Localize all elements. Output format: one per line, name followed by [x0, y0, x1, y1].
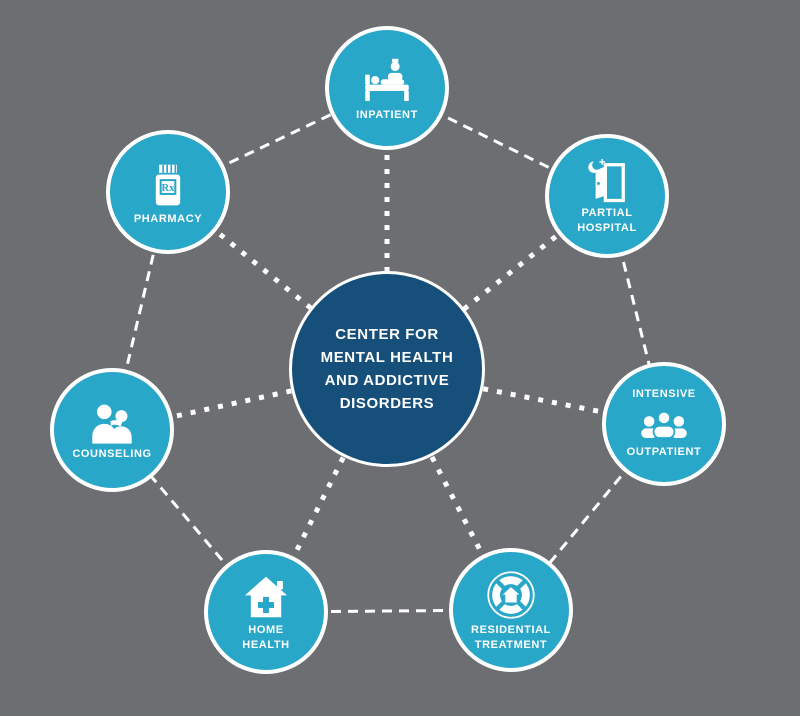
node-label: PHARMACY	[133, 212, 203, 225]
node-label: PARTIAL	[581, 207, 633, 220]
house-cross-icon	[239, 571, 293, 623]
node-pharmacy: Rx PHARMACY	[106, 130, 230, 254]
people-group-icon	[636, 403, 692, 445]
two-people-icon	[84, 399, 140, 447]
center-node: CENTER FOR MENTAL HEALTH AND ADDICTIVE D…	[289, 271, 485, 467]
node-label: OUTPATIENT	[626, 446, 702, 458]
node-inpatient: INPATIENT	[325, 26, 449, 150]
center-title-line: MENTAL HEALTH	[320, 348, 454, 366]
node-label: TREATMENT	[474, 639, 548, 651]
lifebuoy-house-icon	[483, 567, 539, 623]
node-label: HEALTH	[242, 639, 290, 651]
node-residential-treatment: RESIDENTIAL TREATMENT	[449, 548, 573, 672]
node-label: HOSPITAL	[577, 222, 637, 234]
rx-text: Rx	[162, 183, 176, 194]
node-partial-hospital: PARTIAL HOSPITAL	[545, 134, 669, 258]
node-label: RESIDENTIAL	[471, 624, 551, 637]
node-intensive-outpatient: INTENSIVE OUTPATIENT	[602, 362, 726, 486]
center-title-line: DISORDERS	[339, 395, 435, 413]
node-counseling: COUNSELING	[50, 368, 174, 492]
node-label: HOME	[248, 624, 284, 637]
node-label: COUNSELING	[72, 447, 152, 460]
center-title-line: CENTER FOR	[335, 325, 439, 343]
inpatient-bed-icon	[358, 54, 416, 108]
door-moon-icon	[581, 156, 633, 206]
node-label: INTENSIVE	[632, 388, 696, 401]
node-label: INPATIENT	[356, 108, 418, 121]
rx-bottle-icon: Rx	[142, 158, 194, 212]
node-home-health: HOME HEALTH	[204, 550, 328, 674]
center-title-line: AND ADDICTIVE	[324, 372, 450, 389]
